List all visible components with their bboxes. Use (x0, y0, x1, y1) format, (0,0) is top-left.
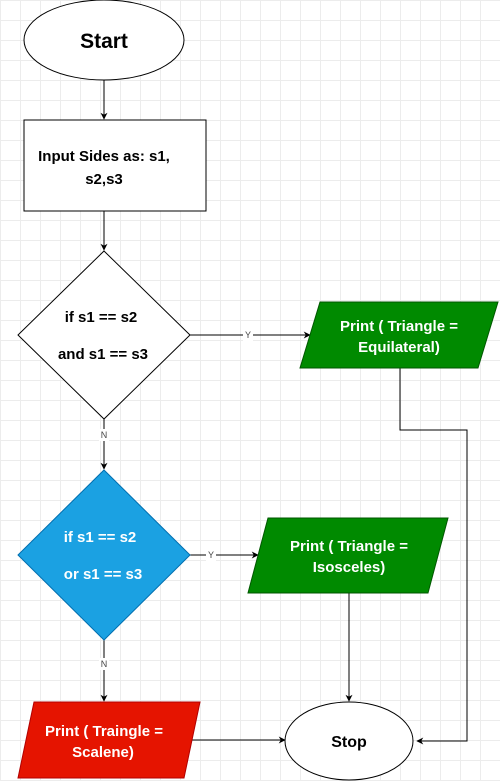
start-label: Start (80, 30, 128, 53)
isosceles-output-node (247, 517, 449, 594)
start-node (23, 0, 185, 81)
stop-label: Stop (331, 734, 367, 751)
equilateral-output-node (299, 301, 499, 369)
input-label-line1: Input Sides as: s1, (38, 148, 170, 165)
edge-equilateral-stop (399, 368, 468, 745)
decision1-label-line1: if s1 == s2 (65, 309, 138, 326)
scalene-output-node (17, 701, 201, 779)
input-label-line2: s2,s3 (85, 171, 123, 188)
equilateral-label-line2: Equilateral) (358, 339, 440, 356)
equilateral-label-line1: Print ( Triangle = (340, 318, 458, 335)
scalene-label-line2: Scalene) (72, 744, 134, 761)
input-node (23, 119, 207, 212)
decision2-label-line1: if s1 == s2 (64, 529, 137, 546)
edge-label-d2-yes: Y (208, 550, 214, 560)
decision2-label-line2: or s1 == s3 (64, 566, 142, 583)
decision2-node (17, 469, 191, 641)
scalene-label-line1: Print ( Traingle = (45, 723, 163, 740)
stop-node (284, 701, 414, 781)
decision1-node (17, 250, 191, 420)
edge-label-d1-no: N (101, 430, 108, 440)
decision1-label-line2: and s1 == s3 (58, 346, 148, 363)
isosceles-label-line1: Print ( Triangle = (290, 538, 408, 555)
edge-label-d1-yes: Y (245, 330, 251, 340)
edge-label-d2-no: N (101, 659, 108, 669)
isosceles-label-line2: Isosceles) (313, 559, 386, 576)
